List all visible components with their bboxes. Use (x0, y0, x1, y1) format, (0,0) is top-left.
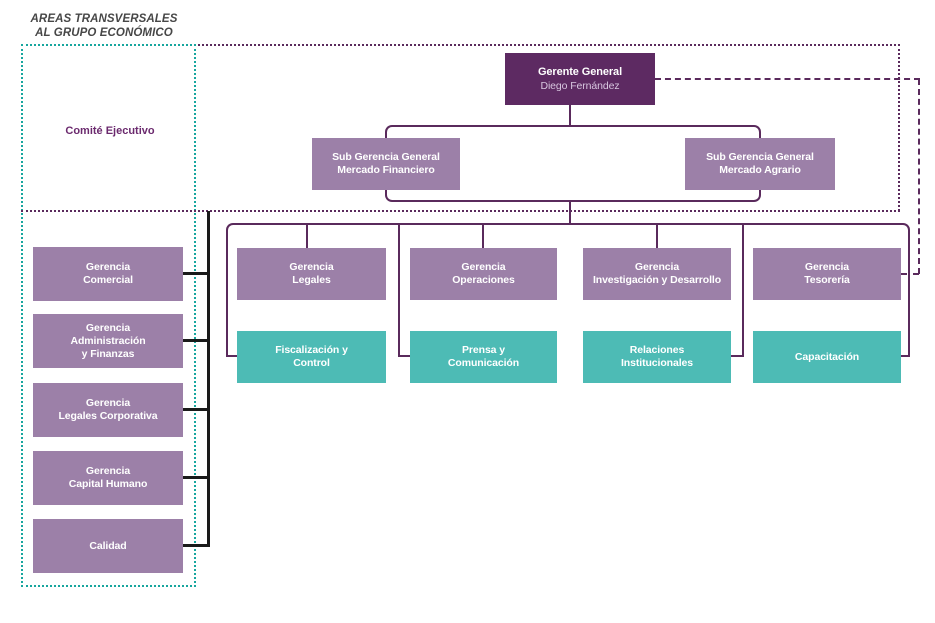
connector-stub-comercial (183, 272, 207, 275)
node-gerencia-comercial: Gerencia Comercial (33, 247, 183, 301)
connector-vertical-group2 (397, 223, 401, 357)
connector-stub-administracion (183, 339, 207, 342)
connector-stub-fiscalizacion (226, 354, 238, 357)
node-calidad: Calidad (33, 519, 183, 573)
connector-stub-prensa (399, 354, 410, 357)
gerente-general-title: Gerente General (537, 66, 623, 78)
connector-stub-investigacion (655, 223, 659, 249)
region-areas-transversales-border (21, 44, 196, 587)
connector-stub-capital-humano (183, 476, 207, 479)
connector-stub-calidad (183, 544, 207, 547)
region-divider-dotted-line (21, 210, 900, 212)
connector-trunk-top (568, 105, 571, 126)
node-gerencia-capital-humano: Gerencia Capital Humano (33, 451, 183, 505)
node-sub-gerencia-agrario: Sub Gerencia General Mercado Agrario (685, 138, 835, 190)
connector-sub-gerencias-top-bracket (385, 125, 761, 139)
node-gerencia-operaciones: Gerencia Operaciones (410, 248, 557, 300)
dashed-link-vertical-right (918, 79, 920, 274)
connector-sub-gerencias-bottom-bracket (385, 188, 761, 202)
chart-title: AREAS TRANSVERSALES AL GRUPO ECONÓMICO (30, 13, 178, 39)
node-gerente-general: Gerente General Diego Fernández (505, 53, 655, 105)
connector-stub-legales-corporativa (183, 408, 207, 411)
connector-stub-legales (305, 223, 309, 249)
connector-vertical-group3 (741, 223, 745, 357)
gerente-general-name: Diego Fernández (540, 80, 620, 92)
connector-stub-capacitacion (898, 354, 910, 357)
connector-groups-rail-bracket (226, 223, 910, 357)
node-gerencia-administracion-finanzas: Gerencia Administración y Finanzas (33, 314, 183, 368)
node-gerencia-legales: Gerencia Legales (237, 248, 386, 300)
node-relaciones-institucionales: Relaciones Institucionales (583, 331, 731, 383)
dashed-link-horizontal-top (655, 78, 920, 80)
connector-stub-operaciones (481, 223, 485, 249)
connector-trunk-middle (568, 201, 571, 224)
node-fiscalizacion-control: Fiscalización y Control (237, 331, 386, 383)
node-gerencia-legales-corporativa: Gerencia Legales Corporativa (33, 383, 183, 437)
node-capacitacion: Capacitación (753, 331, 901, 383)
comite-ejecutivo-label: Comité Ejecutivo (65, 125, 155, 137)
region-comite-ejecutivo-border (198, 44, 900, 211)
node-sub-gerencia-financiero: Sub Gerencia General Mercado Financiero (312, 138, 460, 190)
connector-left-column-spine (206, 211, 210, 547)
dashed-link-stub-tesoreria (901, 273, 919, 275)
node-gerencia-tesoreria: Gerencia Tesorería (753, 248, 901, 300)
node-prensa-comunicacion: Prensa y Comunicación (410, 331, 557, 383)
node-gerencia-investigacion-desarrollo: Gerencia Investigación y Desarrollo (583, 248, 731, 300)
connector-stub-relaciones (731, 354, 743, 357)
